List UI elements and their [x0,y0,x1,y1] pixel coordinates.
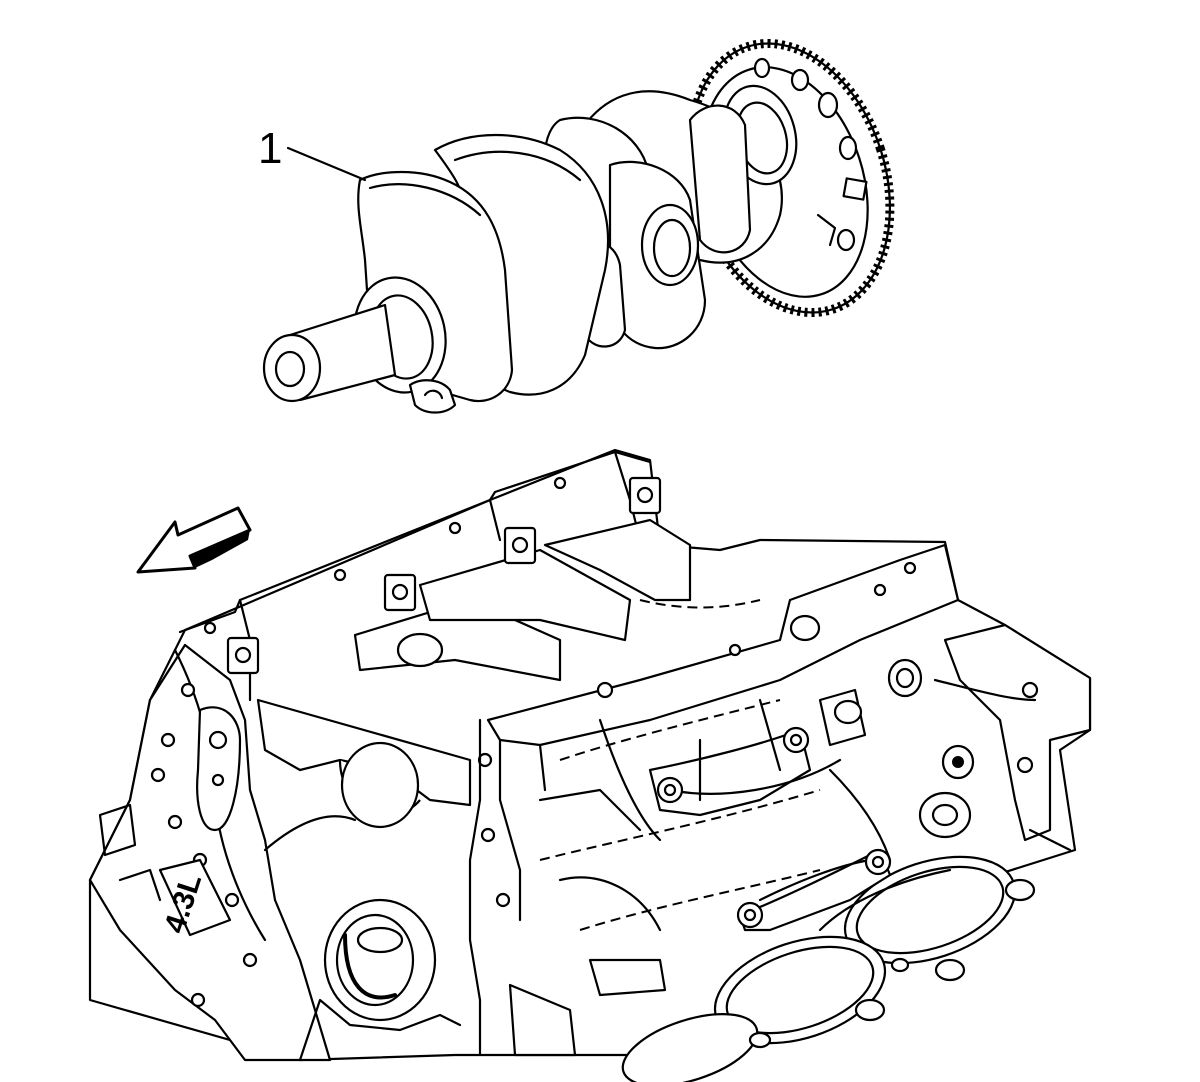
callout-1: 1 [258,124,367,182]
cylinder-bores [621,855,1036,1082]
rear-main-seal-bore [323,898,437,1022]
crankshaft [262,39,895,414]
callout-number: 1 [258,124,282,173]
displacement-stamp: 4.3L [158,858,232,937]
bolt-bosses [203,476,662,675]
main-bearing-bulkheads [256,518,692,829]
front-direction-arrow [136,506,252,574]
engine-block: 4.3L [88,448,1092,1082]
leader-line [286,146,367,182]
